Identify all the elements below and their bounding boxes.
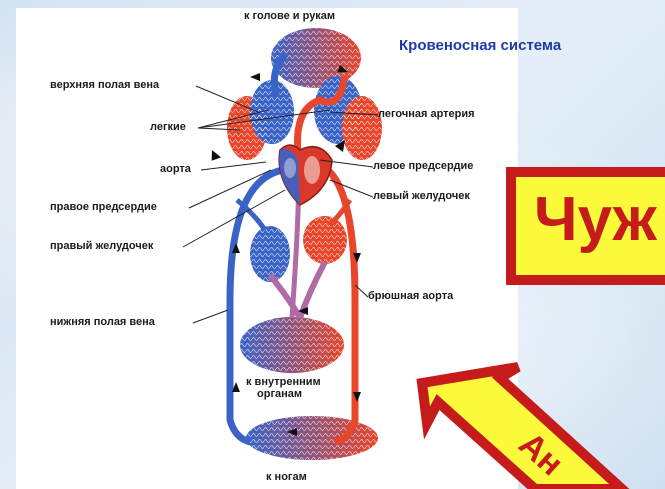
label-abdominal-aorta: брюшная аорта bbox=[368, 290, 453, 302]
label-pulmonary-artery: легочная артерия bbox=[378, 108, 475, 120]
label-to-organs-line1: к внутренним bbox=[246, 376, 321, 388]
vein-left-trunk bbox=[230, 170, 283, 442]
label-to-legs: к ногам bbox=[266, 471, 307, 483]
heart bbox=[279, 145, 332, 205]
foreign-word-text: Чуж bbox=[534, 189, 657, 251]
label-aorta: аорта bbox=[160, 163, 191, 175]
foreign-word-box[interactable]: Чуж bbox=[506, 167, 665, 285]
label-to-head: к голове и рукам bbox=[244, 10, 335, 22]
diagram-title: Кровеносная система bbox=[399, 37, 561, 54]
label-upper-vena: верхняя полая вена bbox=[50, 79, 159, 91]
aorta-right-trunk bbox=[320, 165, 355, 442]
label-left-ventricle: левый желудочек bbox=[373, 190, 470, 202]
label-left-atrium: левое предсердие bbox=[373, 160, 473, 172]
leg-capillaries bbox=[246, 416, 378, 460]
label-right-ventricle: правый желудочек bbox=[50, 240, 153, 252]
label-lungs: легкие bbox=[150, 121, 186, 133]
label-to-organs-line2: органам bbox=[257, 388, 302, 400]
label-lower-vena: нижняя полая вена bbox=[50, 316, 155, 328]
label-right-atrium: правое предсердие bbox=[50, 201, 157, 213]
